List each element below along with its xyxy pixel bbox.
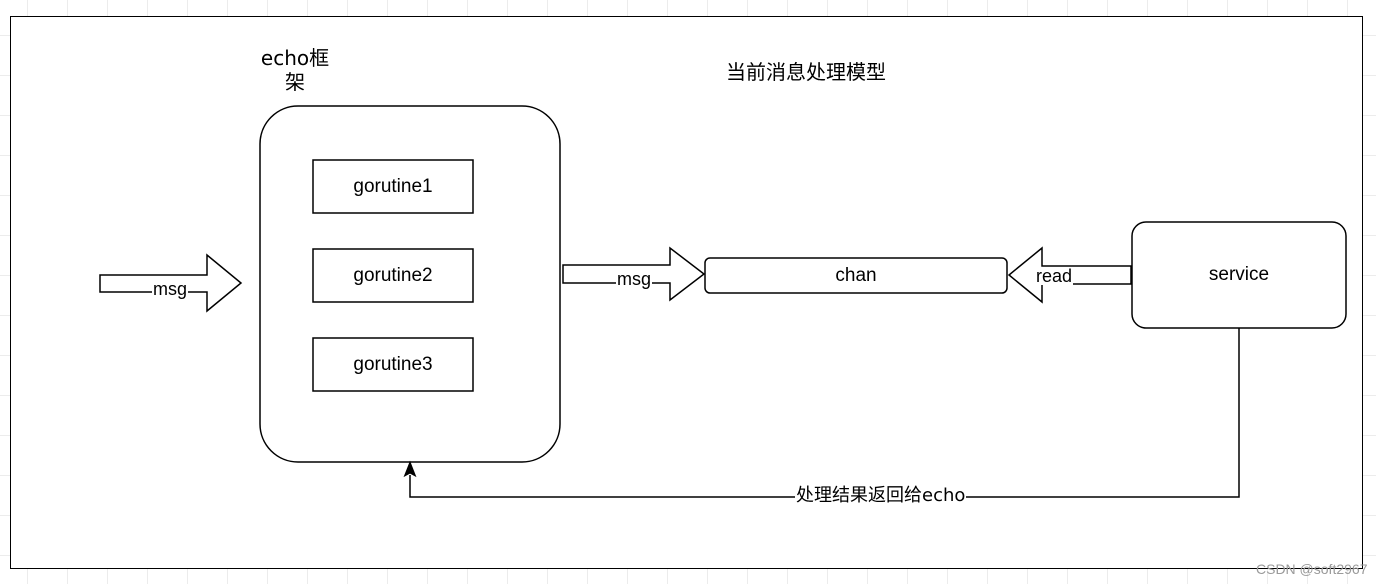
- goroutine-label-2: gorutine2: [353, 264, 433, 286]
- return-label: 处理结果返回给echo: [795, 485, 967, 506]
- read-label: read: [1035, 266, 1074, 286]
- input-msg-label: msg: [152, 279, 189, 299]
- return-arrowhead: [403, 460, 417, 478]
- chan-label: chan: [835, 264, 877, 286]
- goroutine-box-3: [312, 337, 474, 392]
- service-label: service: [1208, 264, 1270, 285]
- diagram-title: 当前消息处理模型: [726, 60, 886, 84]
- goroutine-box-1: [312, 159, 474, 214]
- watermark: CSDN @soft2967: [1256, 561, 1368, 577]
- chan-box: [704, 257, 1008, 294]
- goroutine-label-1: gorutine1: [353, 175, 433, 197]
- goroutine-label-3: gorutine3: [353, 353, 433, 375]
- goroutine-box-2: [312, 248, 474, 303]
- output-msg-label: msg: [616, 269, 653, 289]
- echo-framework-label: echo框架: [260, 46, 330, 94]
